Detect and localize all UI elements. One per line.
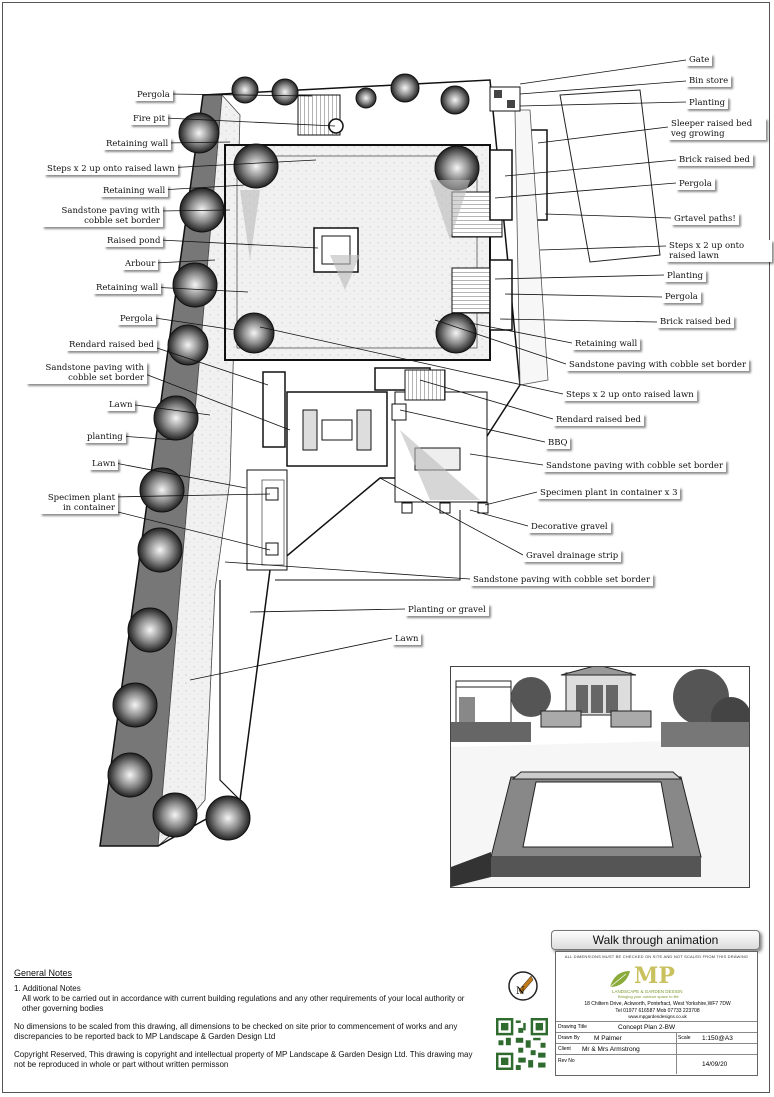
label-lawn-r: Lawn xyxy=(392,633,422,645)
general-notes: General Notes 1. Additional Notes All wo… xyxy=(14,968,484,1070)
brick-bed-2-shape xyxy=(489,259,513,331)
leaf-icon xyxy=(609,971,630,988)
notes-para-3: Copyright Reserved, This drawing is copy… xyxy=(14,1050,473,1069)
coffee-table xyxy=(321,419,353,441)
label-rendard-r: Rendard raised bed xyxy=(553,414,644,426)
label-sandstone-r1: Sandstone paving with cobble set border xyxy=(566,359,750,371)
label-steps-r1: Steps x 2 up onto raised lawn xyxy=(666,240,772,262)
label-retaining-l3: Retaining wall xyxy=(93,282,162,294)
notes-heading: General Notes xyxy=(14,968,73,978)
label-gravel-paths: Grtavel paths! xyxy=(671,213,739,225)
label-gate: Gate xyxy=(686,54,713,66)
sofa-left xyxy=(302,409,318,451)
lawn-shadows xyxy=(240,180,480,500)
company-name: LANDSCAPE & GARDEN DESIGN xyxy=(612,989,683,994)
bin-1 xyxy=(494,90,502,98)
label-sandstone-r2: Sandstone paving with cobble set border xyxy=(543,460,727,472)
company-phone: Tel 01977 616587 Mob 07733 223708 xyxy=(615,1008,700,1014)
label-planting-1: Planting xyxy=(686,97,729,109)
label-pergola-l1: Pergola xyxy=(134,89,173,101)
label-planting-l: planting xyxy=(84,431,126,443)
label-specimen-l: Specimen plant in container xyxy=(40,492,118,514)
row-drawn-by: Drawn By M Palmer Scale 1:150@A3 xyxy=(556,1032,757,1044)
title-block: ALL DIMENSIONS MUST BE CHECKED ON SITE A… xyxy=(555,951,758,1076)
label-pergola-r1: Pergola xyxy=(676,178,715,190)
rev-label: Rev No xyxy=(558,1058,575,1064)
label-planting-2: Planting xyxy=(664,270,707,282)
bbq-shape xyxy=(391,403,407,421)
disclaimer: ALL DIMENSIONS MUST BE CHECKED ON SITE A… xyxy=(564,954,749,959)
gravel-path xyxy=(514,109,549,386)
container-1 xyxy=(401,502,413,514)
label-planting-gravel: Planting or gravel xyxy=(405,604,489,616)
label-retaining-l2: Retaining wall xyxy=(100,185,169,197)
walk-through-button[interactable]: Walk through animation xyxy=(551,930,760,950)
scale-value: 1:150@A3 xyxy=(702,1035,733,1042)
label-deco-gravel: Decorative gravel xyxy=(528,521,611,533)
rendard-bed-left-shape xyxy=(262,371,286,448)
label-raised-pond: Raised pond xyxy=(104,235,164,247)
client-value: Mr & Mrs Armstrong xyxy=(582,1046,640,1053)
label-bbq: BBQ xyxy=(545,437,571,449)
company-website[interactable]: www.mpgardendesigns.co.uk xyxy=(628,1014,687,1019)
label-lawn-l2: Lawn xyxy=(89,458,119,470)
row-drawing-title: Drawing Title Concept Plan 2-BW xyxy=(556,1021,757,1033)
row-rev: Rev No 14/09/20 xyxy=(556,1054,757,1076)
row-client: Client Mr & Mrs Armstrong xyxy=(556,1043,757,1055)
notes-para-1: All work to be carried out in accordance… xyxy=(22,994,465,1013)
label-sandstone-l2: Sandstone paving with cobble set border xyxy=(26,362,147,384)
path-edge xyxy=(275,510,461,581)
label-lawn-l1: Lawn xyxy=(106,399,136,411)
leader-lines xyxy=(109,59,687,681)
label-pergola-l2: Pergola xyxy=(117,313,156,325)
label-arbour: Arbour xyxy=(122,258,159,270)
scale-label: Scale xyxy=(678,1035,691,1041)
shed-outline xyxy=(559,89,661,263)
gravel-strip-line xyxy=(219,580,241,801)
label-fire-pit: Fire pit xyxy=(130,113,168,125)
notes-item-1: 1. Additional Notes xyxy=(14,984,81,993)
trees xyxy=(107,73,480,841)
label-sandstone-l1: Sandstone paving with cobble set border xyxy=(42,205,163,227)
label-retaining-r: Retaining wall xyxy=(572,338,641,350)
raised-lawn-border xyxy=(236,155,478,349)
label-sleeper-bed: Sleeper raised bed veg growing xyxy=(668,118,766,140)
render-image xyxy=(451,667,749,887)
label-pergola-r2: Pergola xyxy=(662,291,701,303)
notes-para-2: No dimensions to be scaled from this dra… xyxy=(14,1022,458,1041)
sofa-right xyxy=(356,409,372,451)
site-boundary xyxy=(99,79,521,847)
label-steps-l: Steps x 2 up onto raised lawn xyxy=(44,163,178,175)
north-label: N xyxy=(516,986,525,997)
north-arrow-icon: N xyxy=(508,971,538,1001)
company-address: 18 Chiltern Drive, Ackworth, Pontefract,… xyxy=(584,1001,731,1007)
drawn-by-value: M Palmer xyxy=(594,1035,622,1042)
drawn-by-label: Drawn By xyxy=(558,1035,580,1041)
logo-text: MP xyxy=(634,963,675,989)
label-gravel-strip: Gravel drainage strip xyxy=(523,550,622,562)
bin-2 xyxy=(507,100,515,108)
label-brick-bed-1: Brick raised bed xyxy=(676,154,753,166)
label-steps-r2: Steps x 2 up onto raised lawn xyxy=(563,389,697,401)
date-value: 14/09/20 xyxy=(702,1061,728,1068)
company-tagline: Bringing your outdoor space to life xyxy=(618,994,679,999)
label-retaining-l1: Retaining wall xyxy=(103,138,172,150)
drawing-title-value: Concept Plan 2-BW xyxy=(618,1024,676,1031)
container-3 xyxy=(477,502,489,514)
label-bin-store: Bin store xyxy=(686,75,732,87)
label-specimen-r: Specimen plant in container x 3 xyxy=(537,487,681,499)
pergola-lower xyxy=(404,369,446,401)
drawing-title-label: Drawing Title xyxy=(558,1024,587,1030)
client-label: Client xyxy=(558,1046,571,1052)
company-logo: MP xyxy=(596,963,675,991)
brick-bed-1-shape xyxy=(489,149,513,221)
render-inset xyxy=(450,666,750,888)
qr-code-icon[interactable] xyxy=(496,1018,548,1070)
label-brick-bed-2: Brick raised bed xyxy=(657,316,734,328)
label-sandstone-r3: Sandstone paving with cobble set border xyxy=(470,574,654,586)
specimen-2 xyxy=(265,542,279,556)
label-rendard-l: Rendard raised bed xyxy=(66,339,157,351)
